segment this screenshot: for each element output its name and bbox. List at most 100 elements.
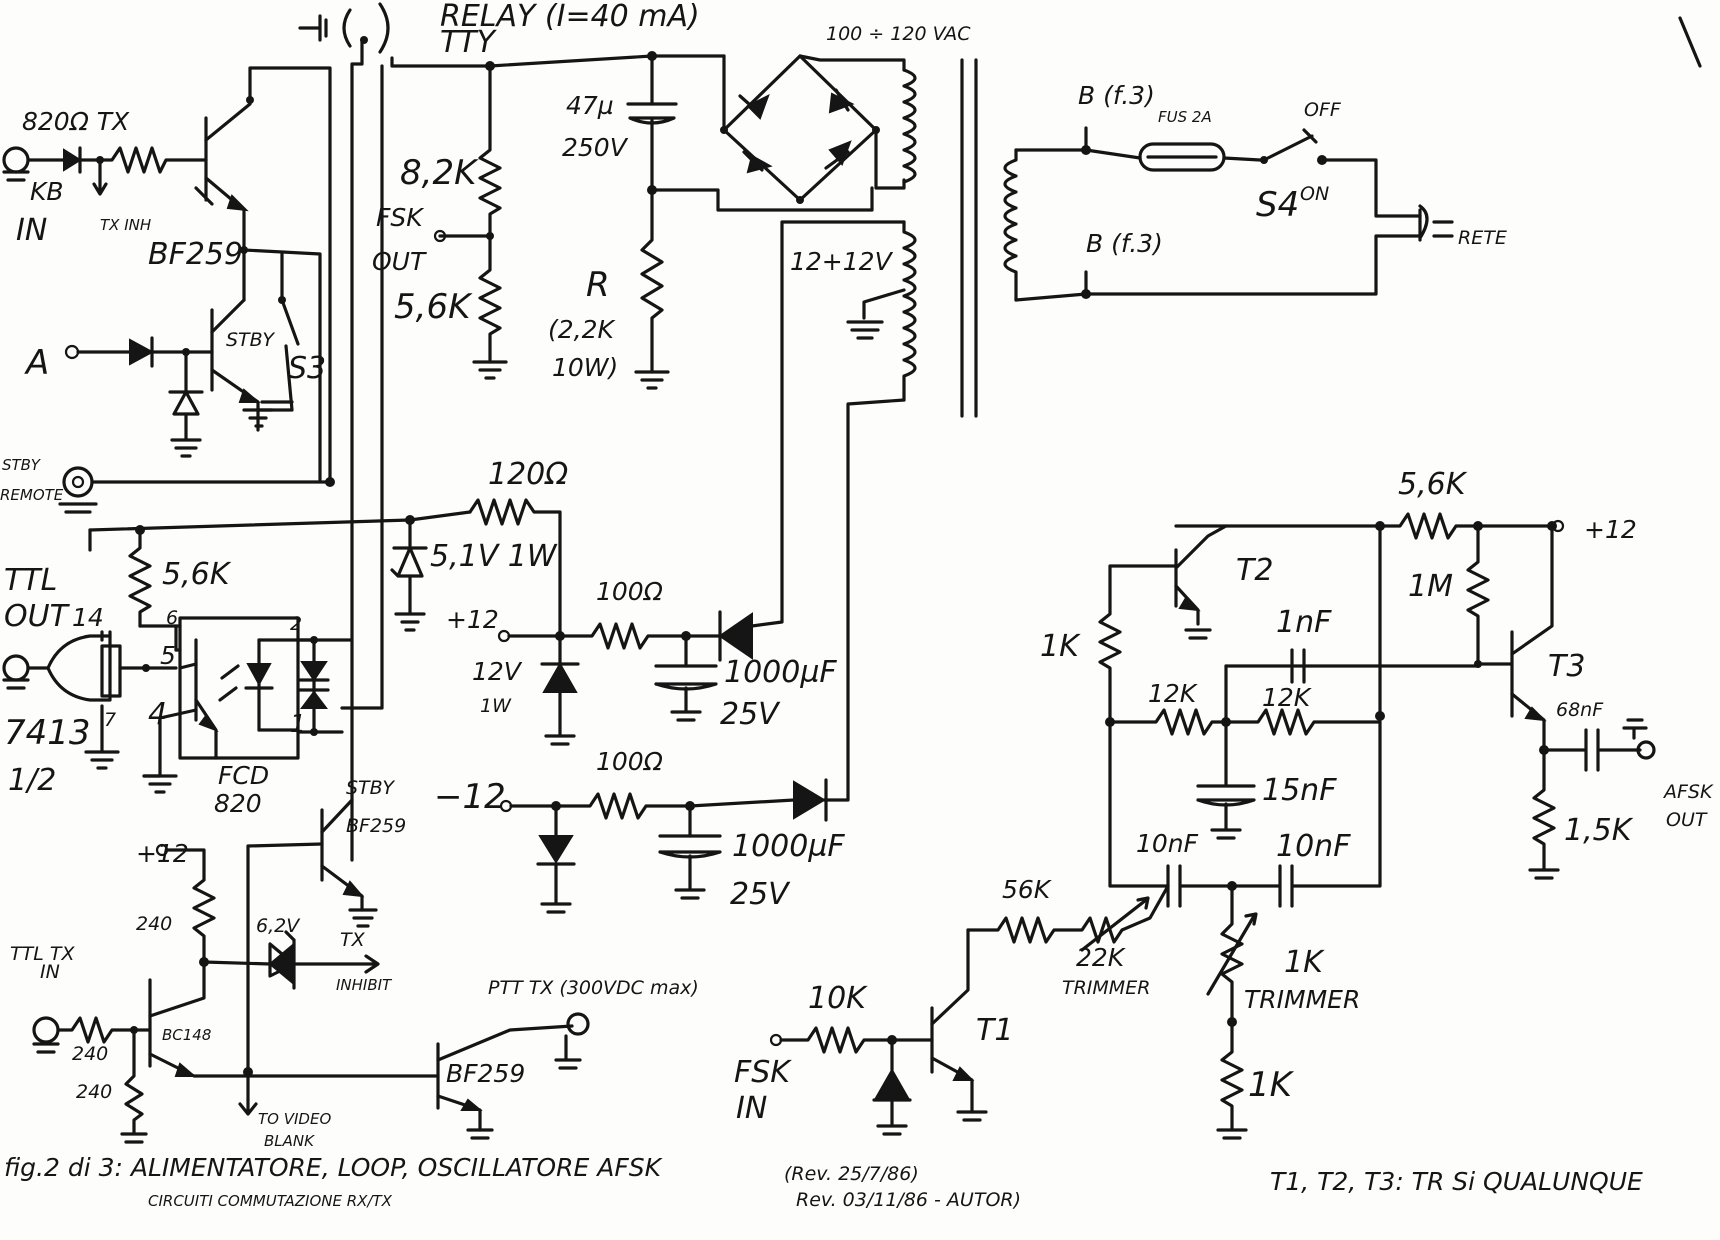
r100a-label: 100Ω: [596, 577, 663, 606]
mains-primary: [1014, 126, 1454, 302]
ptt-bf259: [238, 1012, 590, 1140]
pin14-label: 14: [72, 603, 104, 632]
plus12a-label: +12: [446, 605, 499, 634]
caption-line-2: CIRCUITI COMMUTAZIONE RX/TX: [148, 1192, 393, 1210]
kb-label: KB: [30, 177, 64, 206]
r1k-b-label: 1K: [1248, 1065, 1295, 1105]
ttl-out-label-1: TTL: [4, 563, 57, 598]
kb-input-stage: [2, 146, 208, 196]
r240b-label: 240: [72, 1043, 108, 1065]
kb-in-label: IN: [16, 213, 47, 248]
revision-line-1: (Rev. 25/7/86): [784, 1163, 919, 1185]
transistor-note: T1, T2, T3: TR Si QUALUNQUE: [1270, 1167, 1643, 1196]
c10nf-b-label: 10nF: [1276, 829, 1351, 864]
stby-transistor: [210, 248, 300, 432]
b13a-label: B (f.3): [1078, 81, 1155, 110]
z12v-label-2: 1W: [480, 695, 512, 717]
tty-rail: [488, 54, 726, 68]
tx-inh-label: TX INH: [100, 216, 151, 234]
pin2-label: 2: [290, 613, 302, 635]
afsk-out-label-1: AFSK: [1662, 781, 1714, 803]
r56k-b-label: 56K: [1002, 875, 1053, 904]
stby-remote-label-1: STBY: [2, 456, 42, 474]
c1000b-label: 1000µF: [732, 829, 845, 864]
r56k-t-label: 5,6K: [1398, 467, 1468, 502]
stby-bf259-lower: [243, 798, 378, 1077]
c1000a-voltage-label: 25V: [720, 697, 781, 732]
c1000b-voltage-label: 25V: [730, 877, 791, 912]
r1k-a-label: 1K: [1040, 629, 1081, 664]
stby-b-label: STBY: [346, 777, 395, 799]
plus12-regulator: [497, 610, 753, 746]
ttl-out-gate-and-opto: [2, 528, 354, 794]
pin5-label: 5: [160, 641, 176, 670]
r82k-label: 8,2K: [400, 153, 479, 193]
caption-line-1: fig.2 di 3: ALIMENTATORE, LOOP, OSCILLAT…: [4, 1153, 664, 1182]
t2-label: T2: [1236, 553, 1273, 588]
ttl-tx-in-stage: [32, 843, 380, 1144]
cap-47u-and-r: [626, 54, 874, 390]
minus12-regulator: [499, 778, 828, 914]
labels: RELAY (I=40 mA) TTY 100 ÷ 120 VAC 47µ 25…: [0, 0, 1714, 1211]
s4-label: S4: [1256, 185, 1299, 225]
relay-block: [298, 2, 492, 70]
off-label: OFF: [1304, 99, 1342, 121]
stby-remote-label-2: REMOTE: [0, 486, 64, 504]
fsk-in-label-1: FSK: [734, 1055, 792, 1090]
tty-label: TTY: [440, 25, 498, 60]
ttl-out-label-2: OUT: [4, 599, 71, 634]
opto-label-1: FCD: [218, 761, 269, 790]
pin7-label: 7: [104, 709, 116, 731]
bf259-top-transistor: [194, 66, 332, 482]
r15k-label: 1,5K: [1564, 813, 1634, 848]
tx-label: TX: [340, 929, 366, 951]
input-a-label: A: [24, 343, 49, 383]
vac-label: 100 ÷ 120 VAC: [826, 23, 971, 45]
r12k-b-label: 12K: [1262, 683, 1313, 712]
to-video-label-1: TO VIDEO: [258, 1110, 331, 1128]
s3-label: S3: [288, 351, 326, 386]
bridge-rectifier: [720, 54, 906, 204]
pin6-label: 6: [166, 607, 178, 629]
ic7413-label: 7413: [4, 713, 91, 753]
ttl-tx-label-1: TTL TX: [10, 943, 75, 965]
r22k-label: 22K: [1076, 943, 1127, 972]
r-value-label-1: (2,2K: [548, 315, 617, 344]
loop-wire-b: [340, 64, 384, 710]
c1000a-label: 1000µF: [724, 655, 837, 690]
stby-remote-jack: [58, 466, 335, 514]
r1k-trimmer-label: TRIMMER: [1244, 985, 1360, 1014]
ic-half-label: 1/2: [8, 763, 56, 798]
pin1-label: 1: [290, 709, 306, 738]
stby-a-label: STBY: [226, 329, 275, 351]
r56k-label: 5,6K: [162, 557, 232, 592]
z12v-label-1: 12V: [472, 657, 523, 686]
r-value-label-2: 10W): [552, 353, 618, 382]
opto-label-2: 820: [214, 789, 262, 818]
c15nf-label: 15nF: [1262, 773, 1337, 808]
b13b-label: B (f.3): [1086, 229, 1163, 258]
afsk-out-label-2: OUT: [1666, 809, 1708, 831]
minus12-label: −12: [434, 777, 506, 817]
r1k-trimmer-value-label: 1K: [1284, 945, 1325, 980]
on-label: ON: [1300, 183, 1329, 205]
fsk-out-label-1: FSK: [376, 203, 425, 232]
c1nf-label: 1nF: [1276, 605, 1332, 640]
fuse-label: FUS 2A: [1158, 108, 1212, 126]
cap47-voltage-label: 250V: [562, 133, 629, 162]
ttl-tx-label-2: IN: [40, 961, 60, 983]
rete-label: RETE: [1458, 227, 1507, 249]
bc-label: BC148: [162, 1026, 211, 1044]
fsk-in-t1: [769, 884, 1170, 1136]
r22k-trimmer-label: TRIMMER: [1062, 977, 1150, 999]
t1-label: T1: [976, 1013, 1013, 1048]
pin4-label: 4: [148, 697, 167, 732]
r120-zener51: [88, 498, 562, 638]
v1212-label: 12+12V: [790, 247, 894, 276]
r-label: R: [586, 265, 610, 305]
r100b-label: 100Ω: [596, 747, 663, 776]
r240c-label: 240: [76, 1081, 112, 1103]
z62-label: 6,2V: [256, 915, 301, 937]
